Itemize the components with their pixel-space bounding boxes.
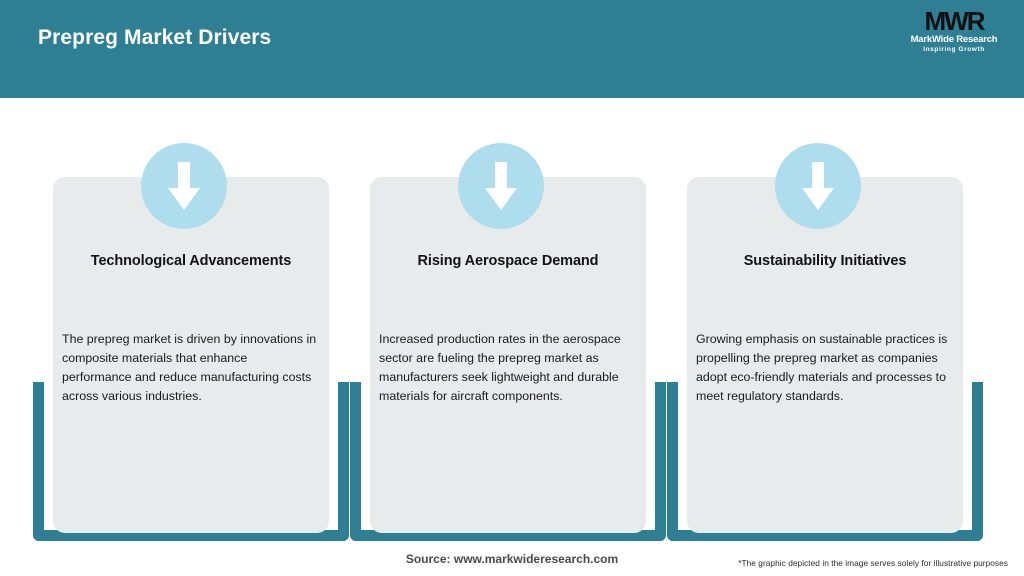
header-band: [0, 0, 1024, 98]
logo-tagline: Inspiring Growth: [923, 46, 985, 53]
card-title: Sustainability Initiatives: [743, 253, 907, 269]
card-accent-frame: [33, 382, 349, 541]
card-panel: Technological Advancements The prepreg m…: [53, 177, 329, 533]
disclaimer-note: *The graphic depicted in the image serve…: [738, 558, 1008, 568]
card-accent-frame: [350, 382, 666, 541]
card-body-text: The prepreg market is driven by innovati…: [62, 332, 317, 403]
arrow-down-icon: [141, 143, 227, 229]
source-label: Source: www.markwideresearch.com: [405, 552, 619, 566]
logo-monogram: MWR: [924, 6, 986, 36]
logo-company-name: MarkWide Research: [910, 34, 998, 45]
driver-card-1: Technological Advancements The prepreg m…: [33, 98, 353, 543]
brand-logo: MWR MarkWide Research Inspiring Growth: [902, 8, 1006, 60]
card-panel: Rising Aerospace Demand Increased produc…: [370, 177, 646, 533]
card-accent-frame: [667, 382, 983, 541]
card-body-text: Growing emphasis on sustainable practice…: [696, 332, 948, 403]
driver-card-2: Rising Aerospace Demand Increased produc…: [350, 98, 670, 543]
driver-card-3: Sustainability Initiatives Growing empha…: [667, 98, 987, 543]
card-title: Rising Aerospace Demand: [417, 253, 599, 269]
arrow-down-icon: [775, 143, 861, 229]
driver-cards-row: Technological Advancements The prepreg m…: [0, 98, 1024, 543]
card-title: Technological Advancements: [90, 253, 292, 269]
arrow-down-icon: [458, 143, 544, 229]
page-title: Prepreg Market Drivers: [38, 26, 272, 49]
card-body-text: Increased production rates in the aerosp…: [379, 332, 621, 403]
card-panel: Sustainability Initiatives Growing empha…: [687, 177, 963, 533]
